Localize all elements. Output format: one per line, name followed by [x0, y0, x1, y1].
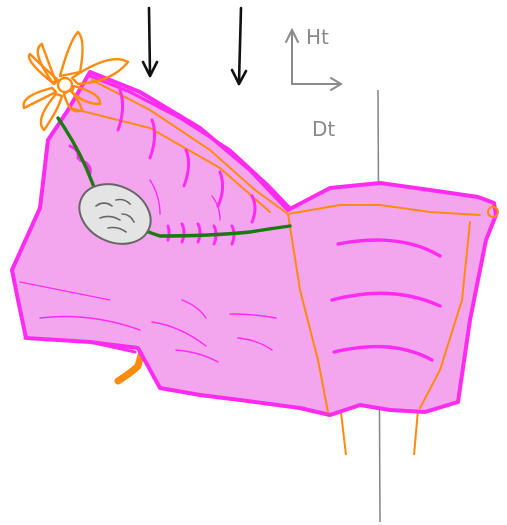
- horizontal-axis-label: Dt: [312, 117, 335, 141]
- vertical-axis-label: Ht: [306, 25, 329, 49]
- bottom-tab: [118, 355, 141, 381]
- down-arrow-icon-right: [232, 8, 246, 84]
- down-arrow-icon-left: [143, 8, 157, 76]
- body-shape: [12, 72, 496, 415]
